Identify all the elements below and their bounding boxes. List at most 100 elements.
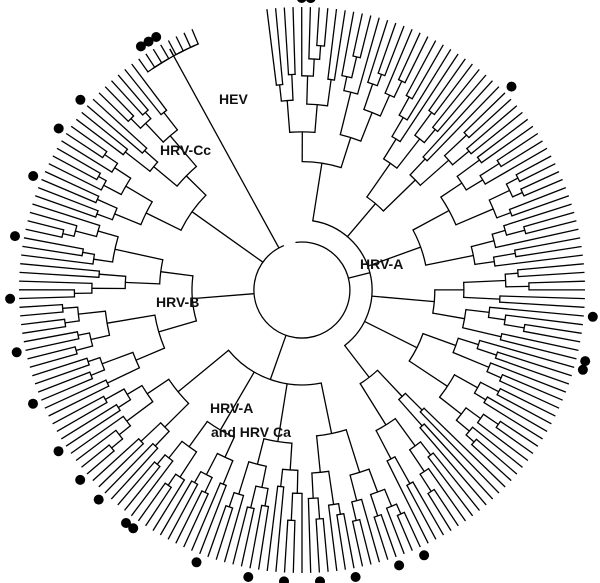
tree-tip — [110, 447, 159, 500]
tree-branch — [156, 454, 166, 465]
clade-hev-stem — [169, 48, 280, 249]
tree-tip — [500, 140, 543, 168]
tree-branches — [61, 43, 530, 523]
tree-branch — [261, 466, 267, 488]
tree-tip — [359, 15, 372, 58]
sequence-marker-dot — [279, 576, 289, 583]
internal-node — [190, 480, 199, 486]
tree-tip — [487, 396, 548, 432]
tree-branch — [126, 385, 143, 395]
sequence-marker-dot — [5, 293, 16, 304]
internal-node — [412, 229, 427, 266]
tree-branch — [465, 308, 490, 314]
tree-branch — [409, 449, 425, 472]
tree-tip — [48, 163, 102, 191]
tree-branch — [222, 460, 234, 485]
tree-branch — [118, 425, 131, 436]
tree-branch — [126, 401, 154, 422]
tree-tip — [398, 32, 421, 80]
sequence-marker-dot — [243, 572, 254, 582]
internal-node — [77, 306, 80, 322]
tree-branch — [419, 159, 450, 186]
tree-branch — [62, 306, 78, 309]
tree-tip — [283, 7, 290, 75]
tree-tip — [70, 125, 108, 153]
tree-branch — [103, 184, 122, 196]
tree-branch — [312, 59, 315, 77]
tree-branch — [286, 100, 291, 133]
tree-tip — [517, 263, 584, 271]
tree-tip — [422, 80, 493, 158]
tree-tip — [104, 86, 135, 117]
tree-tip — [406, 484, 437, 540]
tree-branch — [62, 232, 75, 237]
tree-branch — [366, 162, 391, 198]
tree-tip — [60, 404, 117, 440]
sequence-marker-dot — [128, 523, 139, 534]
sequence-marker-dot — [28, 171, 39, 181]
tree-tip — [514, 237, 581, 251]
tree-tip — [343, 513, 355, 569]
tree-branch — [351, 501, 357, 521]
tree-tip — [322, 518, 329, 572]
tree-tip — [240, 508, 255, 567]
sequence-marker-dot — [394, 560, 405, 571]
tree-branch — [177, 349, 230, 393]
tree-tip — [384, 25, 405, 76]
tree-tip — [167, 40, 177, 55]
tree-tip — [500, 420, 539, 447]
internal-node — [439, 196, 457, 226]
internal-node — [432, 289, 436, 314]
sequence-marker-dot — [143, 36, 154, 47]
tree-branch — [204, 477, 213, 493]
tree-tip — [138, 58, 149, 73]
tree-tip — [385, 507, 405, 555]
tree-branch — [312, 162, 323, 221]
tree-branch — [65, 320, 80, 324]
tree-branch — [351, 56, 358, 78]
tree-tip — [27, 220, 64, 231]
tree-tip — [519, 163, 556, 183]
tree-tip — [515, 155, 552, 176]
tree-tip — [52, 395, 105, 425]
tree-branch — [320, 382, 333, 434]
tree-tip — [81, 444, 110, 468]
tree-tip — [327, 9, 338, 80]
tree-branch — [480, 381, 499, 393]
tree-branch — [104, 154, 118, 164]
internal-node — [419, 423, 426, 429]
tree-tip — [336, 514, 347, 570]
tree-branch — [369, 494, 379, 517]
tree-tip — [117, 74, 149, 111]
tree-tip — [183, 32, 192, 48]
tree-branch — [146, 378, 170, 395]
tree-branch — [364, 320, 418, 349]
tree-tip — [511, 195, 570, 217]
tree-branch — [488, 316, 506, 321]
tree-tip — [499, 301, 585, 308]
tree-branch — [97, 198, 118, 209]
tree-tip — [124, 68, 162, 116]
tree-tip — [481, 125, 534, 164]
internal-node — [520, 188, 525, 197]
internal-node — [132, 351, 141, 369]
tree-branch — [90, 334, 110, 341]
tree-branch — [375, 430, 392, 460]
tree-tip — [65, 132, 103, 159]
tree-tip — [479, 339, 575, 369]
tree-tip — [274, 8, 284, 85]
tree-branch — [395, 503, 402, 515]
tree-branch — [291, 74, 294, 101]
tree-tip — [25, 228, 63, 238]
internal-node — [216, 452, 234, 462]
tree-branch — [396, 138, 421, 169]
internal-node — [349, 468, 370, 476]
internal-node — [164, 482, 173, 489]
clade-hrv-cc-stem — [191, 211, 264, 263]
tree-tip — [61, 140, 113, 173]
tree-tip — [427, 493, 452, 531]
tree-tip — [433, 63, 473, 115]
tree-tip — [92, 438, 140, 482]
tree-branch — [125, 281, 160, 285]
tree-branch — [412, 210, 450, 231]
